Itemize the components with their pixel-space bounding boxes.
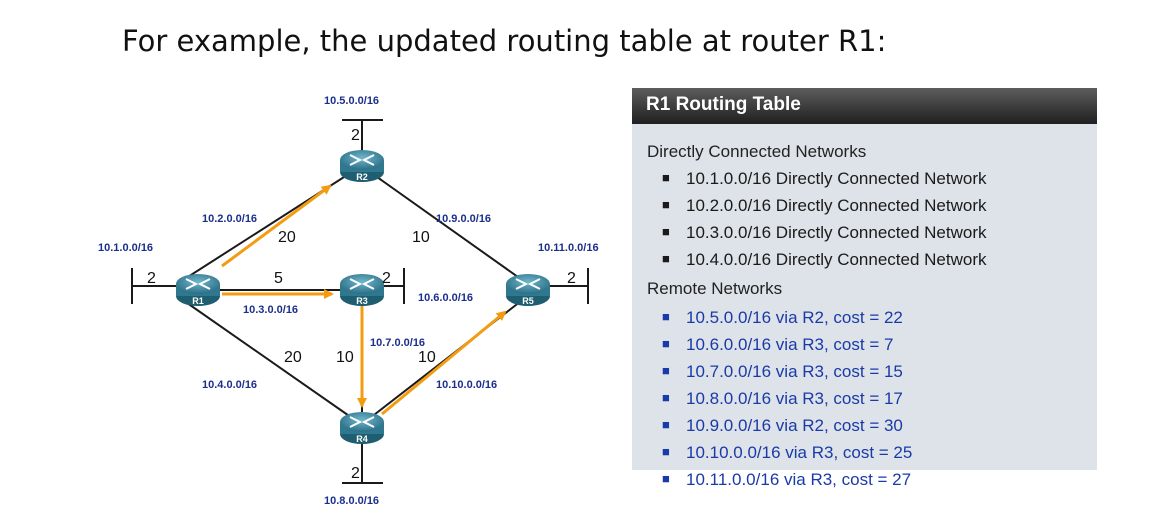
network-diagram: R2 R1 R3 R4 R5 10.5.0.0/16 10.2.0.0/16 1…: [98, 95, 599, 507]
bullet-icon: ■: [662, 417, 670, 432]
cost-r3-r4: 10: [336, 349, 354, 366]
router-r1-label: R1: [192, 296, 204, 306]
route-text: 10.8.0.0/16 via R3, cost = 17: [686, 389, 903, 408]
net-label-10-4: 10.4.0.0/16: [202, 379, 257, 391]
remote-route-row: ■ 10.6.0.0/16 via R3, cost = 7: [662, 335, 893, 355]
bullet-icon: ■: [662, 444, 670, 459]
net-label-10-5: 10.5.0.0/16: [324, 95, 379, 107]
route-text: 10.7.0.0/16 via R3, cost = 15: [686, 362, 903, 381]
remote-route-row: ■ 10.9.0.0/16 via R2, cost = 30: [662, 416, 903, 436]
router-r5: R5: [506, 274, 550, 306]
routing-table-header: R1 Routing Table: [632, 88, 1097, 124]
net-label-10-10: 10.10.0.0/16: [436, 379, 497, 391]
remote-route-row: ■ 10.5.0.0/16 via R2, cost = 22: [662, 308, 903, 328]
bullet-icon: ■: [662, 363, 670, 378]
remote-route-row: ■ 10.11.0.0/16 via R3, cost = 27: [662, 470, 911, 490]
bullet-icon: ■: [662, 390, 670, 405]
link-r2-r5: [369, 171, 526, 283]
routing-table-panel: R1 Routing Table Directly Connected Netw…: [632, 88, 1097, 470]
direct-route-row: ■ 10.1.0.0/16 Directly Connected Network: [662, 169, 987, 189]
cost-r1-r3: 5: [274, 270, 283, 287]
best-path-arrows: [221, 184, 507, 416]
route-text: 10.10.0.0/16 via R3, cost = 25: [686, 443, 913, 462]
remote-route-row: ■ 10.7.0.0/16 via R3, cost = 15: [662, 362, 903, 382]
link-r1-r4: [179, 297, 356, 421]
cost-r1-stub: 2: [147, 270, 156, 287]
cost-r4-stub: 2: [351, 465, 360, 482]
router-r4-label: R4: [356, 434, 368, 444]
route-text: 10.6.0.0/16 via R3, cost = 7: [686, 335, 894, 354]
route-text: 10.1.0.0/16 Directly Connected Network: [686, 169, 987, 188]
net-label-10-11: 10.11.0.0/16: [538, 242, 599, 254]
router-r3-label: R3: [356, 296, 368, 306]
cost-r2-r5: 10: [412, 229, 430, 246]
direct-route-row: ■ 10.2.0.0/16 Directly Connected Network: [662, 196, 987, 216]
net-label-10-2: 10.2.0.0/16: [202, 213, 257, 225]
cost-r3-stub: 2: [382, 270, 391, 287]
route-text: 10.3.0.0/16 Directly Connected Network: [686, 223, 987, 242]
bullet-icon: ■: [662, 197, 670, 212]
net-label-10-1: 10.1.0.0/16: [98, 242, 153, 254]
remote-route-row: ■ 10.10.0.0/16 via R3, cost = 25: [662, 443, 912, 463]
bullet-icon: ■: [662, 309, 670, 324]
remote-networks-heading: Remote Networks: [647, 279, 783, 298]
net-label-10-6: 10.6.0.0/16: [418, 292, 473, 304]
router-r2-label: R2: [356, 172, 368, 182]
bullet-icon: ■: [662, 251, 670, 266]
cost-r4-r5: 10: [418, 349, 436, 366]
direct-route-row: ■ 10.4.0.0/16 Directly Connected Network: [662, 250, 987, 270]
routing-table-title: R1 Routing Table: [646, 94, 801, 115]
net-label-10-7: 10.7.0.0/16: [370, 337, 425, 349]
router-r5-label: R5: [522, 296, 534, 306]
bullet-icon: ■: [662, 336, 670, 351]
cost-r5-stub: 2: [567, 270, 576, 287]
net-label-10-9: 10.9.0.0/16: [436, 213, 491, 225]
remote-route-row: ■ 10.8.0.0/16 via R3, cost = 17: [662, 389, 903, 409]
router-r1: R1: [176, 274, 220, 306]
route-text: 10.4.0.0/16 Directly Connected Network: [686, 250, 987, 269]
route-text: 10.11.0.0/16 via R3, cost = 27: [686, 470, 912, 489]
cost-r2-stub: 2: [351, 127, 360, 144]
direct-networks-heading: Directly Connected Networks: [647, 142, 867, 161]
router-r4: R4: [340, 412, 384, 444]
direct-route-row: ■ 10.3.0.0/16 Directly Connected Network: [662, 223, 987, 243]
cost-r1-r4: 20: [284, 349, 302, 366]
net-label-10-8: 10.8.0.0/16: [324, 495, 379, 507]
net-label-10-3: 10.3.0.0/16: [243, 304, 298, 316]
bullet-icon: ■: [662, 471, 670, 486]
cost-r1-r2: 20: [278, 229, 296, 246]
router-r3: R3: [340, 274, 384, 306]
arrow-r1-r2: [221, 184, 332, 268]
route-text: 10.9.0.0/16 via R2, cost = 30: [686, 416, 903, 435]
router-r2: R2: [340, 150, 384, 182]
bullet-icon: ■: [662, 224, 670, 239]
route-text: 10.2.0.0/16 Directly Connected Network: [686, 196, 987, 215]
arrow-r4-r5: [381, 310, 507, 416]
bullet-icon: ■: [662, 170, 670, 185]
route-text: 10.5.0.0/16 via R2, cost = 22: [686, 308, 903, 327]
slide-heading: For example, the updated routing table a…: [122, 24, 887, 58]
